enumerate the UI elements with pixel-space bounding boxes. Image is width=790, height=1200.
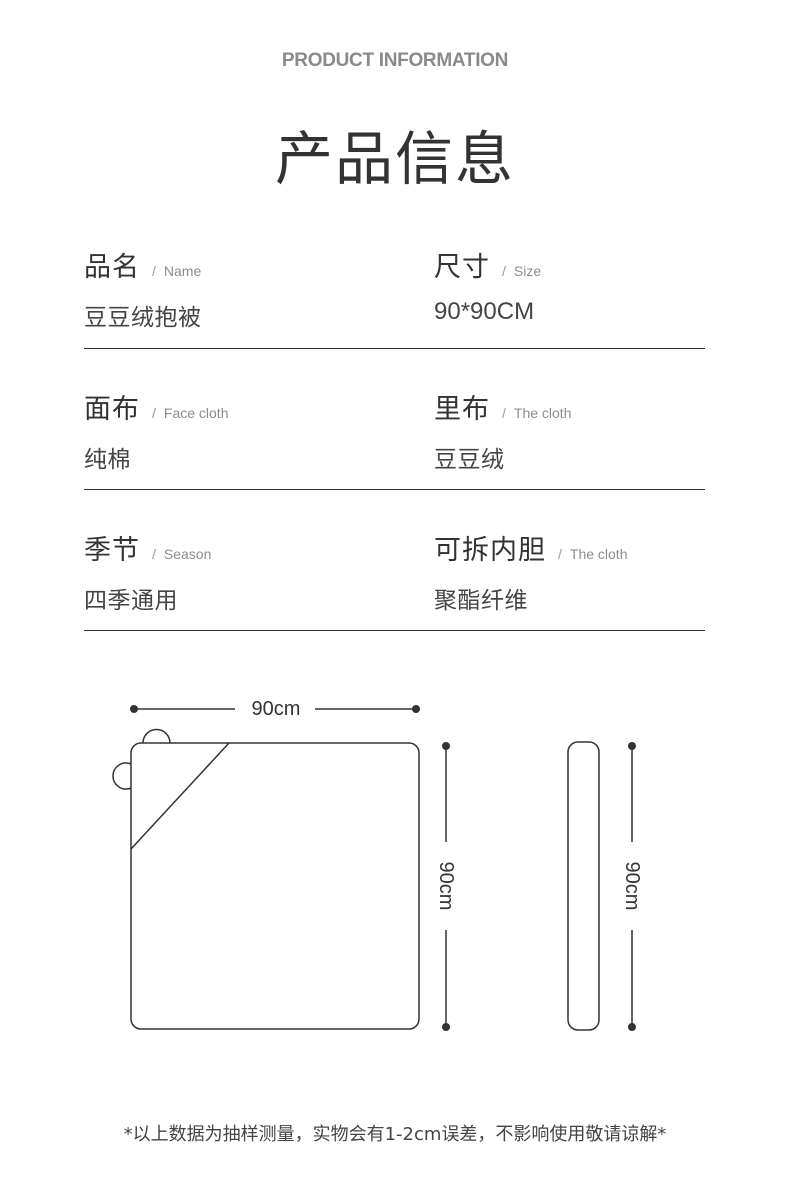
info-size: 尺寸 / Size 90*90CM <box>434 245 541 326</box>
row-divider <box>84 630 705 631</box>
info-size-value: 90*90CM <box>434 298 535 325</box>
info-size-label: 尺寸 <box>434 252 490 283</box>
info-name-label: 品名 <box>84 252 140 283</box>
info-inner-cloth-label-en: The cloth <box>513 405 572 421</box>
width-label: 90cm <box>252 698 301 720</box>
info-removable-core-label-en: The cloth <box>569 546 628 562</box>
info-name: 品名 / Name 豆豆绒抱被 <box>84 245 202 332</box>
hood-ear-side <box>112 762 132 790</box>
info-face-cloth-value: 纯棉 <box>84 447 131 473</box>
info-inner-cloth-label: 里布 <box>434 394 490 425</box>
height-label: 90cm <box>435 862 457 911</box>
info-face-cloth-label-en: Face cloth <box>163 405 229 421</box>
info-season-label-en: Season <box>163 546 212 562</box>
page-title: 产品信息 <box>274 125 515 193</box>
label-separator: / <box>152 405 156 421</box>
hood-ear-top <box>142 728 171 744</box>
info-size-label-en: Size <box>513 263 542 279</box>
info-face-cloth: 面布 / Face cloth 纯棉 <box>84 387 228 474</box>
measurement-disclaimer: *以上数据为抽样测量，实物会有1-2cm误差，不影响使用敬请谅解* <box>123 1124 667 1145</box>
info-removable-core-value: 聚酯纤维 <box>434 588 528 614</box>
label-separator: / <box>152 263 156 279</box>
blanket-front-view <box>112 728 420 1030</box>
info-name-label-en: Name <box>163 263 202 279</box>
info-removable-core-label: 可拆内胆 <box>434 535 546 566</box>
side-outline <box>567 741 600 1031</box>
section-subtitle: PRODUCT INFORMATION <box>281 50 509 71</box>
blanket-outline <box>130 742 420 1030</box>
info-face-cloth-label: 面布 <box>84 394 140 425</box>
info-season-value: 四季通用 <box>84 588 178 614</box>
info-removable-core: 可拆内胆 / The cloth 聚酯纤维 <box>434 528 627 615</box>
side-height-dimension: 90cm <box>621 742 643 1031</box>
height-dimension: 90cm <box>435 742 457 1031</box>
info-name-value: 豆豆绒抱被 <box>84 305 202 331</box>
label-separator: / <box>558 546 562 562</box>
info-inner-cloth: 里布 / The cloth 豆豆绒 <box>434 387 571 474</box>
label-separator: / <box>502 405 506 421</box>
row-divider <box>84 348 705 349</box>
label-separator: / <box>502 263 506 279</box>
row-divider <box>84 489 705 490</box>
info-inner-cloth-value: 豆豆绒 <box>434 447 505 473</box>
size-diagram: 90cm 90cm 90cm <box>112 698 643 1031</box>
info-row-3: 季节 / Season 四季通用 可拆内胆 / The cloth 聚酯纤维 <box>84 528 705 670</box>
hood-fold-line <box>130 742 230 850</box>
info-row-2: 面布 / Face cloth 纯棉 里布 / The cloth 豆豆绒 <box>84 387 705 529</box>
width-dimension: 90cm <box>130 698 420 720</box>
blanket-side-view <box>567 741 600 1031</box>
info-season: 季节 / Season 四季通用 <box>84 528 211 615</box>
info-row-1: 品名 / Name 豆豆绒抱被 尺寸 / Size 90*90CM <box>84 245 705 387</box>
side-height-label: 90cm <box>621 862 643 911</box>
label-separator: / <box>152 546 156 562</box>
info-season-label: 季节 <box>84 535 140 566</box>
